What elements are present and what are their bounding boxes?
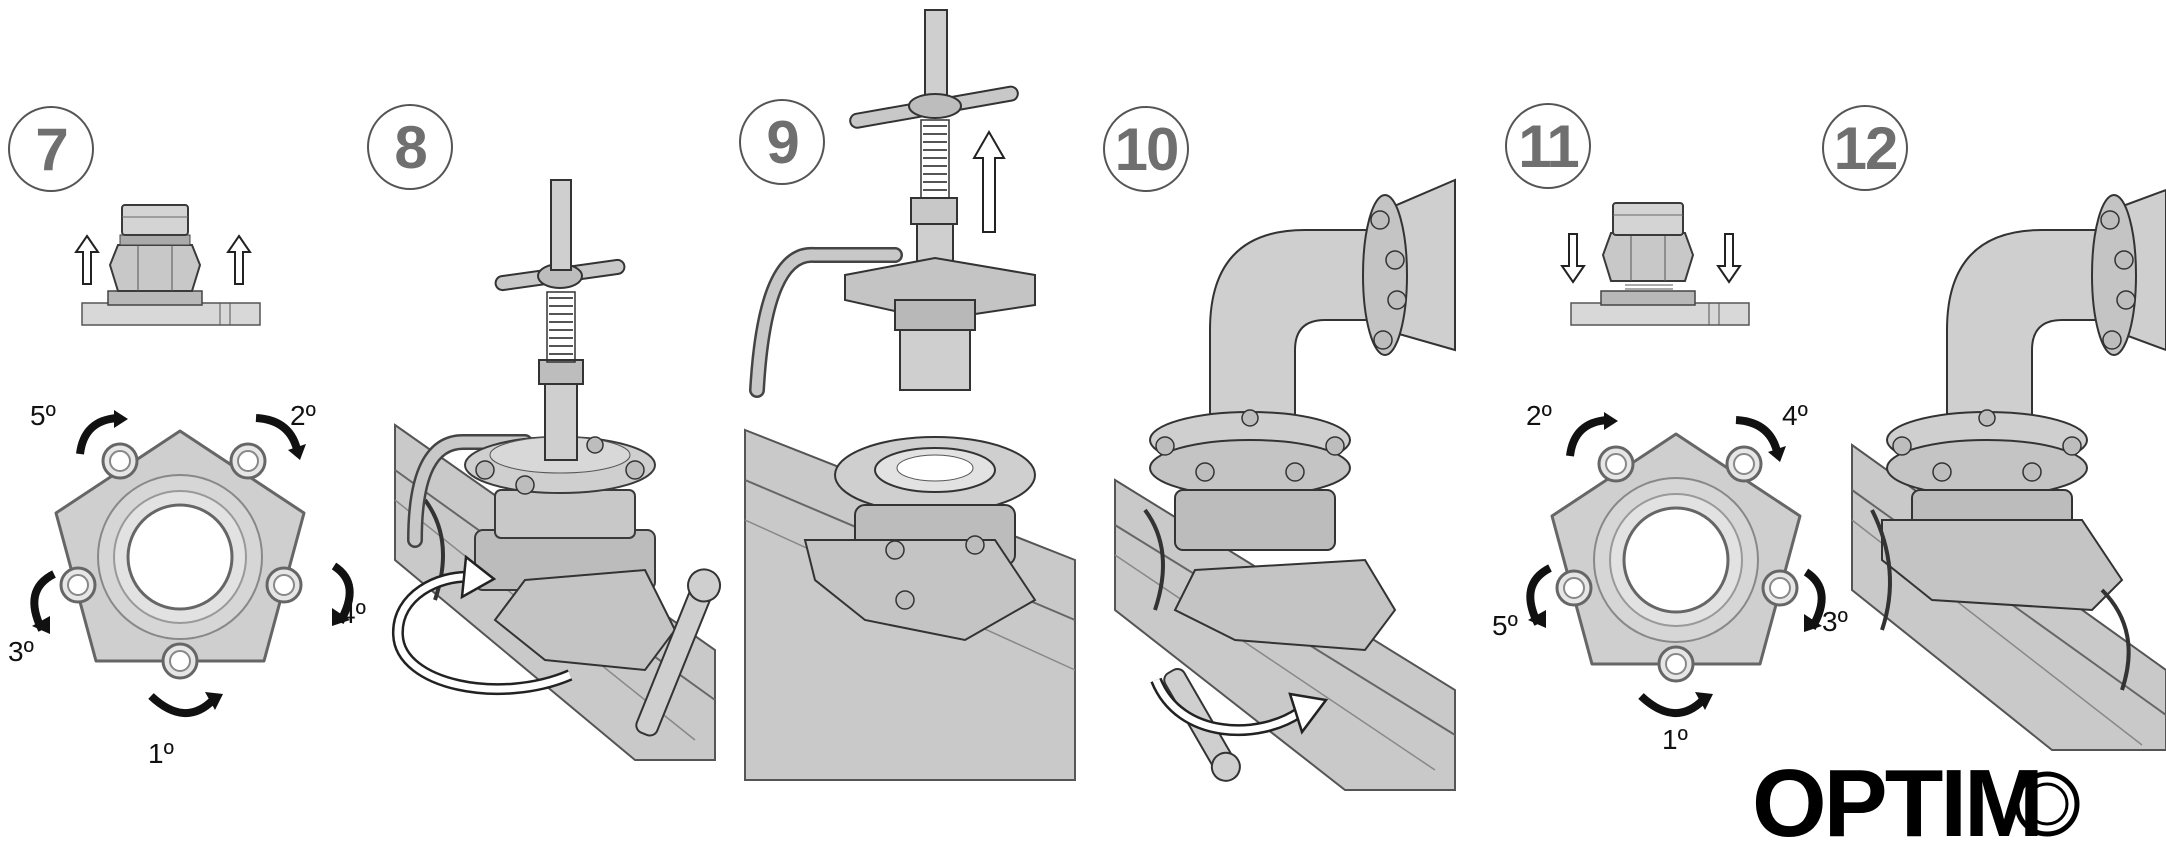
step-badge-9: 9	[739, 99, 825, 185]
order-label-5: 5º	[1492, 610, 1518, 641]
pipe-with-tapping-valve	[394, 179, 722, 761]
brand-logo: OPTIM	[1752, 756, 2044, 852]
rotate-arrow-icon	[148, 692, 223, 718]
tapping-tool-removal	[744, 9, 1076, 781]
step-number: 8	[394, 113, 427, 181]
arrow-down-icon	[1560, 233, 1586, 284]
brand-logo-mark	[2014, 771, 2080, 837]
order-label-4: 4º	[340, 598, 366, 629]
order-label-1: 1º	[148, 738, 174, 769]
step-badge-7: 7	[8, 106, 94, 192]
order-label-2: 2º	[290, 400, 316, 431]
step-number: 7	[35, 115, 68, 183]
order-label-2: 2º	[1526, 400, 1552, 431]
step-badge-12: 12	[1822, 105, 1908, 191]
rotate-arrow-icon	[255, 414, 306, 460]
step-number: 10	[1114, 115, 1180, 183]
rotate-arrow-icon	[1638, 692, 1713, 718]
order-label-3: 3º	[1822, 606, 1848, 637]
rotate-arrow-icon	[76, 410, 128, 455]
arrow-down-icon	[1716, 233, 1742, 284]
order-label-5: 5º	[30, 400, 56, 431]
flange-bolt-pattern	[1550, 432, 1802, 683]
rotate-arrow-icon	[1566, 412, 1618, 457]
step-number: 12	[1833, 114, 1899, 182]
arrow-up-icon	[972, 129, 1006, 233]
flange-bolt-pattern	[54, 429, 306, 680]
order-label-1: 1º	[1662, 724, 1688, 755]
rotate-arrow-icon	[1803, 568, 1826, 632]
rotate-arrow-icon	[1526, 564, 1552, 628]
cap-loosen-illustration	[81, 204, 261, 326]
step-badge-11: 11	[1505, 103, 1591, 189]
step-badge-8: 8	[367, 104, 453, 190]
rotate-arrow-icon	[392, 554, 573, 696]
rotate-arrow-icon	[1150, 677, 1329, 737]
cap-tighten-illustration	[1570, 202, 1750, 326]
order-label-4: 4º	[1782, 400, 1808, 431]
pipe-elbow-final	[1851, 188, 2166, 751]
arrow-up-icon	[226, 234, 252, 285]
step-number: 11	[1518, 112, 1579, 180]
step-badge-10: 10	[1103, 106, 1189, 192]
rotate-arrow-icon	[331, 562, 354, 626]
brand-logo-text: OPTIM	[1752, 750, 2044, 857]
pipe-elbow-connected	[1114, 178, 1456, 791]
arrow-up-icon	[74, 234, 100, 285]
rotate-arrow-icon	[1735, 416, 1786, 462]
step-number: 9	[766, 108, 799, 176]
rotate-arrow-icon	[30, 570, 56, 634]
order-label-3: 3º	[8, 636, 34, 667]
